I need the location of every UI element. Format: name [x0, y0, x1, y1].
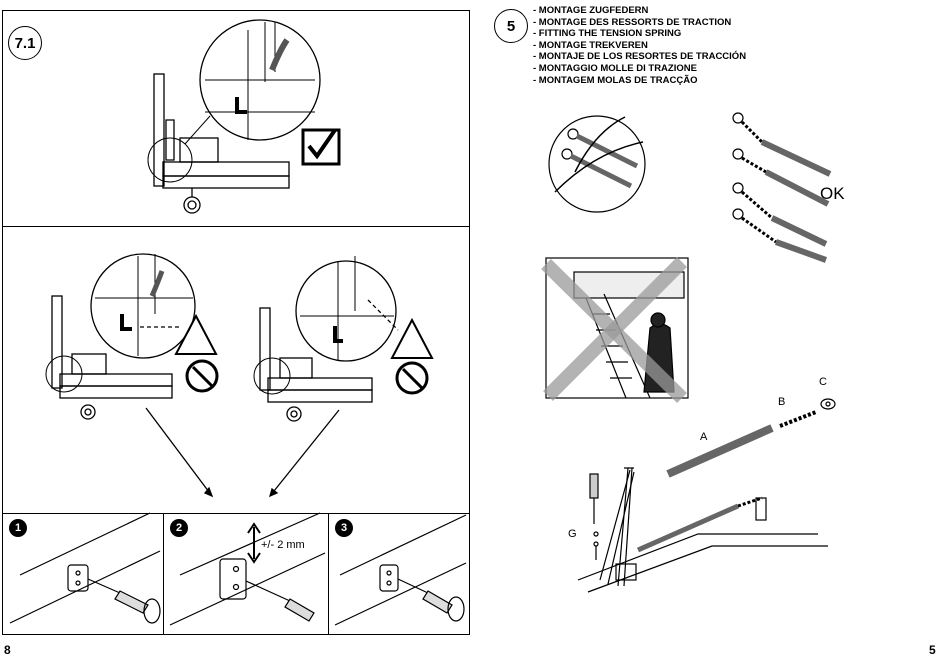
spring-correct-illustration [732, 112, 832, 263]
part-label-g: G [568, 528, 577, 540]
title-it: - MONTAGGIO MOLLE DI TRAZIONE [533, 62, 697, 74]
spring-wrong-illustration [548, 115, 646, 213]
ok-label: OK [820, 184, 845, 203]
title-de: - MONTAGE ZUGFEDERN [533, 5, 649, 16]
step-badge-7-1: 7.1 [8, 26, 42, 60]
hinge-incorrect-illustrations [45, 253, 434, 498]
left-page-frame [2, 10, 470, 635]
step-title-list: - MONTAGE ZUGFEDERN - MONTAGE DES RESSOR… [533, 5, 746, 86]
left-divider-4 [328, 513, 329, 635]
sub-step-1-badge: 1 [9, 519, 27, 537]
adjust-label: +/- 2 mm [261, 539, 305, 551]
part-label-c: C [819, 376, 827, 388]
spring-parts-illustration [666, 398, 836, 478]
title-es: - MONTAJE DE LOS RESORTES DE TRACCIÓN [533, 51, 747, 63]
sub-step-3-badge: 3 [335, 519, 353, 537]
step-badge-5: 5 [494, 9, 528, 43]
title-pt: - MONTAGEM MOLAS DE TRACÇÃO [533, 74, 698, 86]
left-divider-1 [2, 226, 470, 227]
sub-step-2-badge: 2 [170, 519, 188, 537]
screwdriver-adjust-illustrations [9, 512, 467, 626]
left-divider-3 [163, 513, 164, 635]
installed-spring-illustration [577, 467, 828, 593]
left-page-number: 8 [4, 643, 11, 657]
part-label-b: B [778, 396, 786, 408]
hinge-correct-illustration [147, 19, 341, 214]
left-divider-2 [2, 513, 470, 514]
ladder-forbidden-illustration [541, 257, 689, 403]
title-fr: - MONTAGE DES RESSORTS DE TRACTION [533, 16, 732, 28]
title-en: - FITTING THE TENSION SPRING [533, 28, 682, 40]
title-nl: - MONTAGE TREKVEREN [533, 39, 648, 51]
right-page-number: 5 [929, 643, 936, 657]
part-label-a: A [700, 431, 708, 443]
